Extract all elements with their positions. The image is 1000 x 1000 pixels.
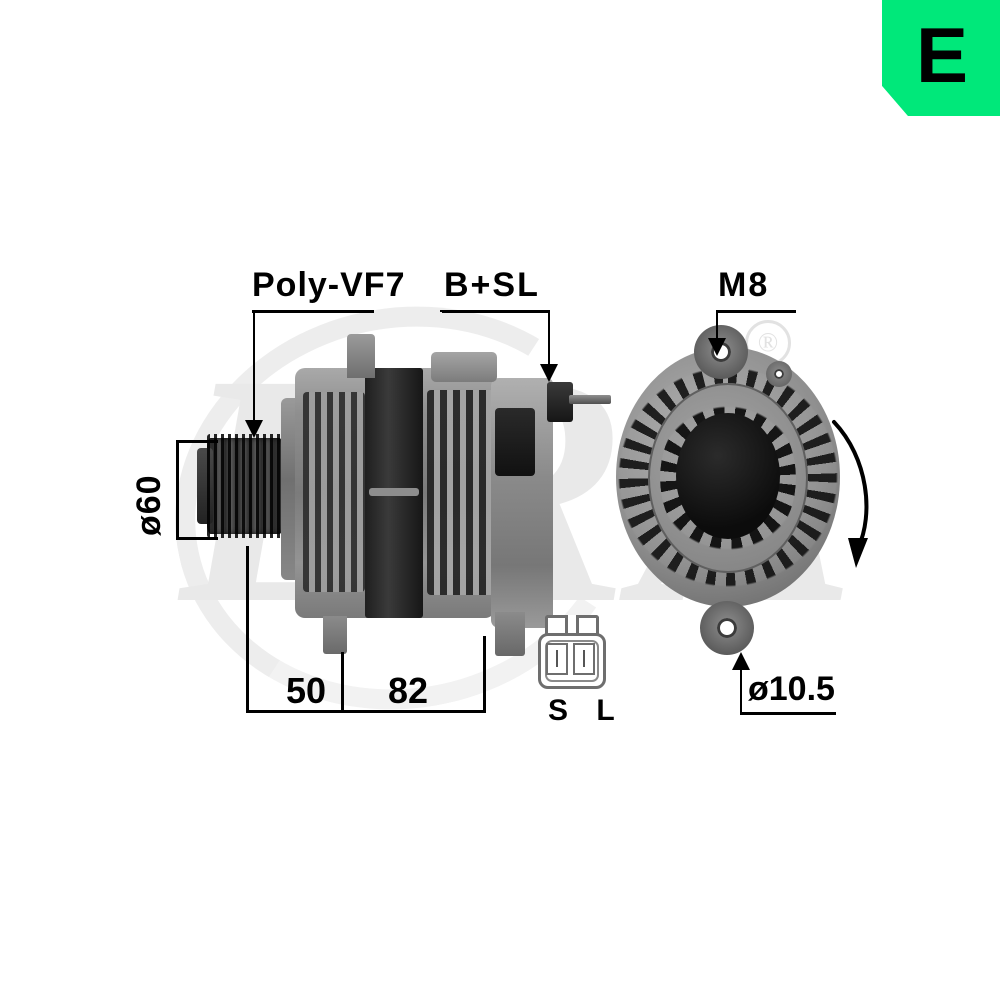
output-terminal-post [547,382,573,422]
dimension-tick-middle [341,652,344,713]
alternator-side-view [195,330,611,670]
alternator-end-view [608,325,848,655]
leader-line-pulley-type [253,310,255,422]
leader-line-mounting-thread [716,310,718,340]
output-terminal-stud [569,395,611,404]
label-pulley-length: 50 [286,670,327,711]
leader-line-terminal [548,310,550,366]
regulator-block [495,408,535,476]
top-mounting-lug [347,334,375,378]
arrow-terminal-designation [540,364,558,382]
front-cooling-fins [303,392,365,592]
arrow-pulley-type [245,420,263,438]
arrow-mounting-thread [708,338,726,356]
label-connector-pins: S L [548,694,625,727]
label-mounting-thread: M8 [718,266,770,304]
dimension-tick-right [483,636,486,713]
arrow-mount-hole-diameter [732,652,750,670]
rotor-hub [676,413,780,539]
lower-mounting-foot [323,616,347,654]
leader-line-mount-hole [740,668,742,714]
label-pulley-diameter: ø60 [130,474,168,536]
dimension-baseline [246,710,486,713]
underline-mounting-thread [716,310,796,313]
leader-horizontal-terminal [440,310,550,312]
label-pulley-type: Poly-VF7 [252,266,406,304]
underline-mount-hole-diameter [740,712,836,715]
rear-cooling-fins [427,390,499,595]
dimension-tick-bottom [176,537,218,540]
dimension-tick-top [176,440,218,443]
connector-latch [545,615,599,636]
connector-detail [536,615,606,689]
upper-bracket [431,352,497,382]
rotation-direction-icon [832,420,869,568]
label-mount-hole-diameter: ø10.5 [748,670,835,708]
dimension-bracket-pulley-diameter [176,440,179,540]
connector-pin-l [573,643,595,675]
secondary-mounting-hole [766,361,792,387]
bottom-mounting-hole [700,601,754,655]
stator-band [365,368,423,618]
era-logo-glyph: E [915,10,968,99]
era-logo-badge: E [882,0,1000,116]
label-terminal-designation: B+SL [444,266,540,304]
dimension-tick-left [246,546,249,713]
label-body-length: 82 [388,670,429,711]
connector-pin-s [546,643,568,675]
underline-pulley-type [252,310,374,313]
pulley-grooves [207,434,283,538]
rear-mounting-foot [495,612,525,656]
